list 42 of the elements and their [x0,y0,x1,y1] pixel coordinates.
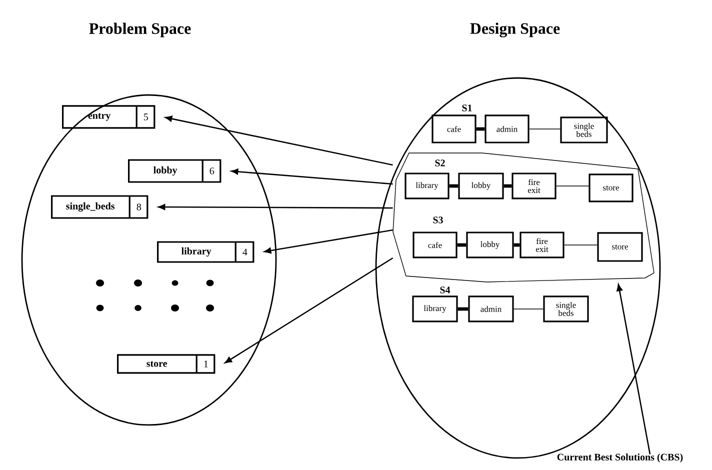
room-box: cafe [412,232,458,258]
room-box: single beds [543,296,589,322]
connector [458,307,468,311]
room-box: single beds [560,116,608,144]
room-box: library [412,296,458,322]
solution-label: S4 [440,286,450,294]
connector [504,184,512,188]
room-box: lobby [458,172,504,200]
connector [616,284,651,454]
space-box: entry 5 [62,105,156,129]
connector [158,204,393,210]
solution-label: S3 [433,216,443,224]
solution-label: S1 [462,104,472,112]
connector [224,257,394,364]
space-box: library 4 [157,241,254,263]
node-label: Problem Space [89,22,191,38]
connector [528,128,561,130]
caption-text: Current Best Solutions (CBS) [557,453,683,463]
connector [165,116,393,166]
room-box: admin [468,296,514,322]
room-box: lobby [466,232,514,258]
solution-label: S2 [435,160,445,166]
space-box: single_beds 8 [51,195,148,219]
connector [564,244,598,246]
connector [449,184,458,188]
room-box: fire exit [512,172,556,200]
space-box: lobby 6 [128,159,222,183]
connector [264,229,393,254]
room-box: store [588,174,634,202]
connector [231,168,393,185]
room-box: cafe [432,114,476,144]
room-box: library [404,172,450,200]
solution-outline [392,152,654,282]
room-box: fire exit [520,232,564,258]
node-label: Design Space [470,22,560,38]
connector [514,243,520,247]
connector [513,308,544,310]
connector [476,127,485,131]
connector [457,243,466,247]
room-box: store [597,232,643,262]
room-box: admin [484,114,530,144]
space-box: store 1 [117,354,216,374]
